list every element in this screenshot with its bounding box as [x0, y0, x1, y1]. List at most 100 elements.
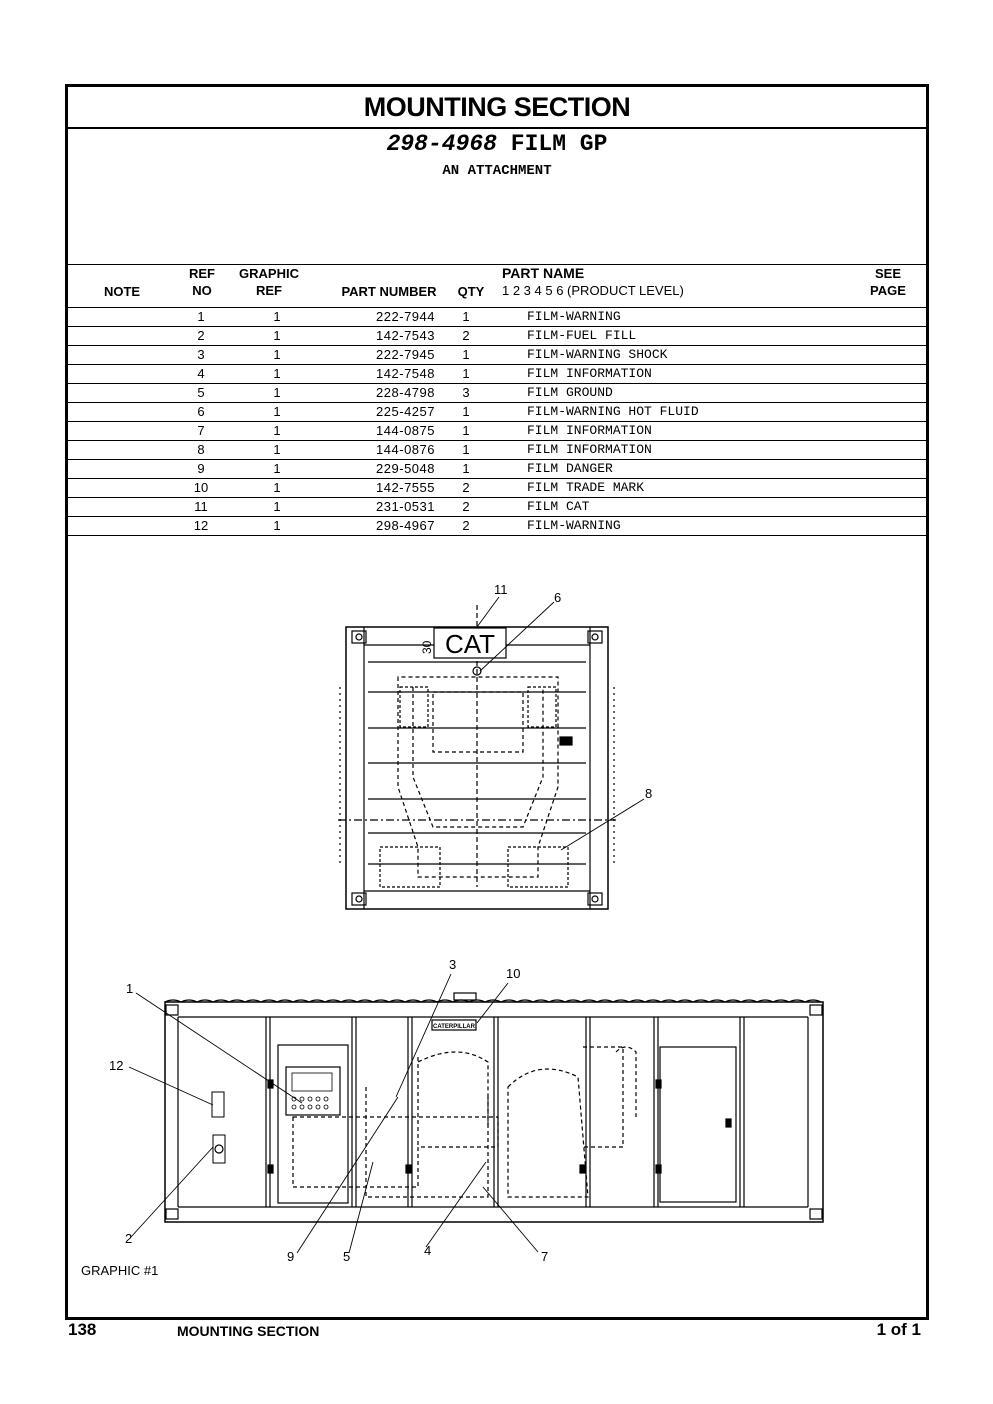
note-cell: [68, 364, 175, 384]
part-number-title: 298-4968: [386, 131, 497, 157]
callout-1: 1: [126, 981, 133, 996]
note-cell: [68, 497, 175, 517]
graphic-ref-cell: 1: [227, 440, 327, 460]
graphic-ref-cell: 1: [227, 402, 327, 422]
ref-cell: 3: [175, 345, 227, 365]
callout-9: 9: [287, 1249, 294, 1264]
qty-cell: 3: [435, 383, 497, 403]
col-qty: QTY: [457, 284, 485, 299]
ref-cell: 6: [175, 402, 227, 422]
graphic-ref-cell: 1: [227, 497, 327, 517]
note-cell: [68, 326, 175, 346]
part-name-cell: FILM INFORMATION: [497, 440, 926, 460]
callout-4: 4: [424, 1243, 431, 1258]
callout-6: 6: [554, 590, 561, 605]
qty-cell: 2: [435, 478, 497, 498]
header-bottom-rule: [68, 307, 926, 308]
col-ref-2: NO: [192, 283, 212, 298]
ref-cell: 9: [175, 459, 227, 479]
side-view-container: CATERPILLAR: [164, 992, 824, 1223]
graphic-ref-cell: 1: [227, 326, 327, 346]
ref-cell: 10: [175, 478, 227, 498]
subtitle: AN ATTACHMENT: [442, 163, 552, 179]
callout-12: 12: [109, 1058, 123, 1073]
section-title: MOUNTING SECTION: [68, 87, 926, 129]
part-number-cell: 231-0531: [327, 497, 435, 517]
part-name-title: FILM GP: [510, 131, 608, 157]
part-number-cell: 222-7944: [327, 308, 435, 327]
part-title: 298-4968 FILM GP: [68, 131, 926, 157]
col-graphic-1: GRAPHIC: [239, 266, 299, 281]
qty-cell: 1: [435, 402, 497, 422]
caterpillar-logo: CATERPILLAR: [433, 1024, 476, 1030]
callout-3: 3: [449, 957, 456, 972]
col-note: NOTE: [103, 284, 141, 299]
note-cell: [68, 402, 175, 422]
callout-5: 5: [343, 1249, 350, 1264]
part-number-cell: 222-7945: [327, 345, 435, 365]
ref-cell: 2: [175, 326, 227, 346]
cat-logo: CAT: [445, 629, 495, 659]
note-cell: [68, 478, 175, 498]
callout-7: 7: [541, 1249, 548, 1264]
graphic-ref-cell: 1: [227, 364, 327, 384]
ref-cell: 4: [175, 364, 227, 384]
part-name-cell: FILM INFORMATION: [497, 421, 926, 441]
top-view-container: CAT 30: [338, 605, 616, 910]
part-name-cell: FILM CAT: [497, 497, 926, 517]
col-ref-1: REF: [189, 266, 215, 281]
ref-cell: 7: [175, 421, 227, 441]
part-name-cell: FILM-FUEL FILL: [497, 326, 926, 346]
side-label: 30: [420, 640, 434, 654]
note-cell: [68, 383, 175, 403]
footer-page-of: 1 of 1: [876, 1320, 921, 1339]
ref-cell: 8: [175, 440, 227, 460]
graphic-ref-cell: 1: [227, 345, 327, 365]
qty-cell: 2: [435, 516, 497, 536]
note-cell: [68, 345, 175, 365]
qty-cell: 1: [435, 308, 497, 327]
ref-cell: 5: [175, 383, 227, 403]
part-name-cell: FILM-WARNING: [497, 308, 926, 327]
qty-cell: 1: [435, 440, 497, 460]
qty-cell: 1: [435, 364, 497, 384]
header-top-rule: [68, 264, 926, 265]
footer-page-number: 138: [68, 1320, 97, 1339]
note-cell: [68, 516, 175, 536]
callout-11: 11: [494, 582, 508, 597]
ref-cell: 12: [175, 516, 227, 536]
col-graphic-2: REF: [256, 283, 282, 298]
part-name-cell: FILM GROUND: [497, 383, 926, 403]
ref-cell: 1: [175, 308, 227, 327]
graphic-label: GRAPHIC #1: [81, 1263, 159, 1278]
callout-labels: 11 6 8 3 10 1 12 2 9 5 4 7: [109, 582, 652, 1264]
callout-8: 8: [645, 786, 652, 801]
col-see-1: SEE: [874, 266, 901, 281]
part-name-cell: FILM TRADE MARK: [497, 478, 926, 498]
qty-cell: 2: [435, 497, 497, 517]
graphic-ref-cell: 1: [227, 383, 327, 403]
part-name-cell: FILM-WARNING: [497, 516, 926, 536]
graphic-ref-cell: 1: [227, 421, 327, 441]
part-name-cell: FILM-WARNING SHOCK: [497, 345, 926, 365]
part-number-cell: 142-7543: [327, 326, 435, 346]
qty-cell: 2: [435, 326, 497, 346]
part-number-cell: 229-5048: [327, 459, 435, 479]
mounting-drawing: CAT 30: [109, 582, 824, 1264]
note-cell: [68, 459, 175, 479]
note-cell: [68, 440, 175, 460]
col-part-name: PART NAME: [502, 265, 585, 281]
part-number-cell: 142-7548: [327, 364, 435, 384]
part-number-cell: 142-7555: [327, 478, 435, 498]
callout-2: 2: [125, 1231, 132, 1246]
